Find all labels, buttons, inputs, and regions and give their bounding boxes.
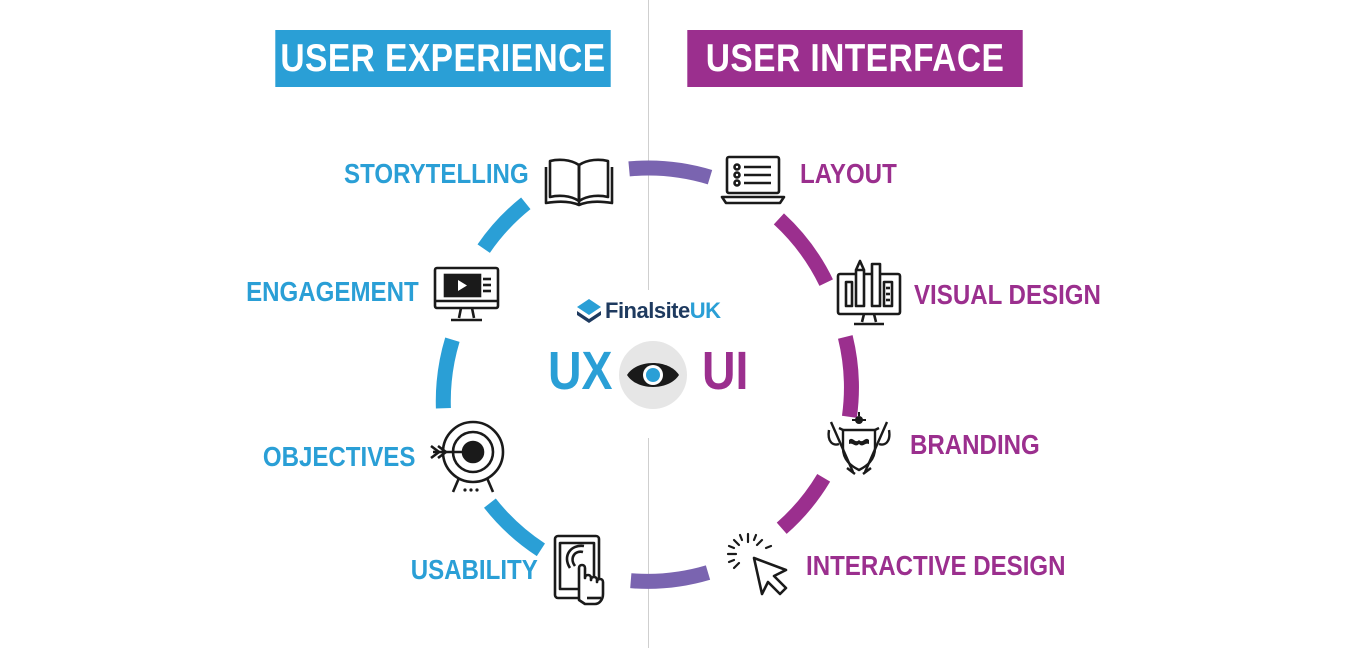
user-interface-header: USER INTERFACE <box>687 30 1023 87</box>
ring-segment-ux-storytelling-layout <box>628 160 713 185</box>
monitor-video-icon <box>433 266 500 322</box>
layout-label: LAYOUT <box>800 158 897 189</box>
eye-icon <box>619 341 687 409</box>
engagement-label: ENGAGEMENT <box>246 276 419 307</box>
user-experience-title: USER EXPERIENCE <box>280 36 606 80</box>
finalsite-suffix: UK <box>689 298 721 323</box>
finalsite-logo-icon <box>577 299 601 323</box>
laptop-layout-icon <box>720 155 786 205</box>
objectives-label: OBJECTIVES <box>262 441 415 472</box>
ring-segment-ux-usability-ui <box>630 565 711 589</box>
ring-segment-ux-engagement-objectives <box>435 337 460 409</box>
ring-segment-ui-visual-branding <box>837 335 859 418</box>
center-divider-top <box>648 0 649 290</box>
center-divider-bottom <box>648 438 649 648</box>
book-icon <box>544 158 614 207</box>
user-experience-header: USER EXPERIENCE <box>275 30 611 87</box>
user-interface-title: USER INTERFACE <box>705 36 1005 80</box>
target-icon <box>430 420 505 493</box>
tablet-touch-icon <box>553 534 605 606</box>
usability-label: USABILITY <box>410 554 538 585</box>
ring-segment-ux-objectives-usability <box>484 498 546 557</box>
crest-icon <box>827 412 891 475</box>
center-ui-text: UI <box>702 341 749 401</box>
finalsite-logo-text: FinalsiteUK <box>605 298 721 324</box>
branding-label: BRANDING <box>910 429 1040 460</box>
finalsite-uk-logo: FinalsiteUK <box>576 298 721 324</box>
design-monitor-icon <box>836 259 902 326</box>
interactive-design-label: INTERACTIVE DESIGN <box>806 550 1066 581</box>
ring-segment-ui-branding-interactive <box>776 473 831 534</box>
storytelling-label: STORYTELLING <box>344 158 529 189</box>
center-ux-text: UX <box>548 341 613 401</box>
finalsite-name: Finalsite <box>605 298 690 323</box>
cursor-click-icon <box>726 532 788 596</box>
visual-design-label: VISUAL DESIGN <box>914 279 1101 310</box>
ring-segment-ui-layout-visual <box>773 213 833 286</box>
ring-segment-ux-storytelling-engagement <box>477 197 531 253</box>
